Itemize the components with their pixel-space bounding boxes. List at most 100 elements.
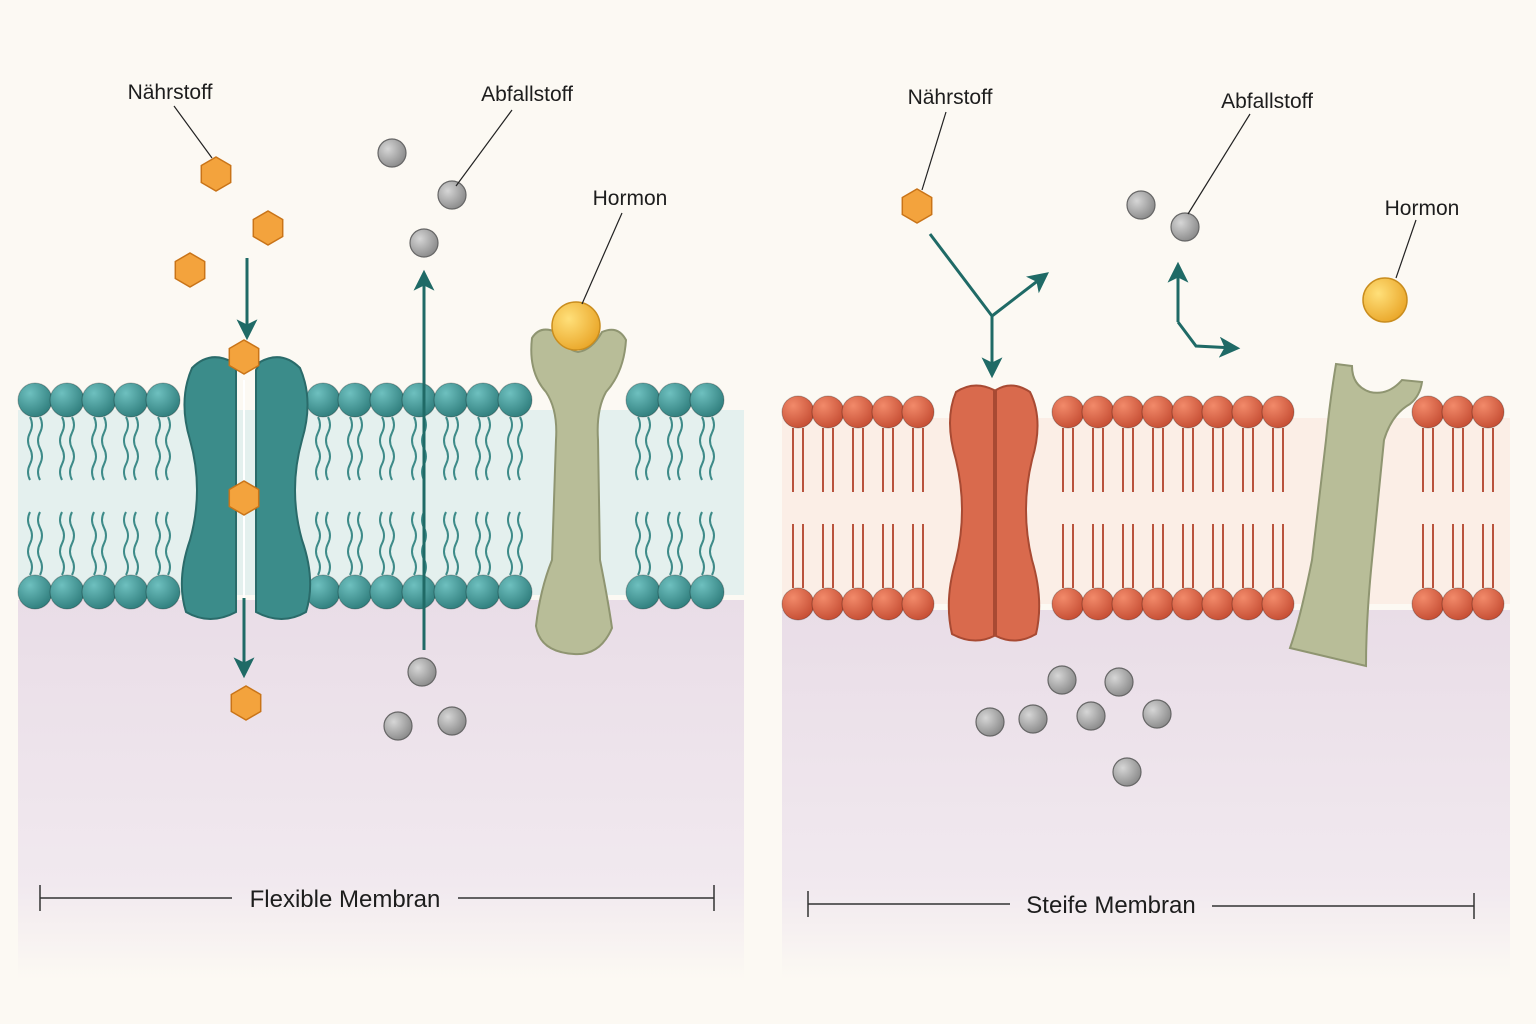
- phospholipid-head: [1171, 395, 1205, 429]
- phospholipid-head: [1201, 395, 1235, 429]
- left-nutrient-label: Nährstoff: [128, 81, 213, 104]
- phospholipid-head: [689, 382, 725, 418]
- lipid-tail: [453, 416, 459, 481]
- phospholipid-head: [811, 395, 845, 429]
- phospholipid-head: [841, 395, 875, 429]
- phospholipid-head: [145, 382, 181, 418]
- left-panel: Nährstoff Abfallstoff Hormon Flexible Me…: [17, 81, 744, 980]
- lipid-tail: [69, 416, 75, 481]
- phospholipid-head: [337, 574, 373, 610]
- phospholipid-head: [1471, 395, 1505, 429]
- phospholipid-head: [369, 574, 405, 610]
- phospholipid-head: [1441, 587, 1475, 621]
- phospholipid-head: [465, 382, 501, 418]
- phospholipid-head: [1231, 395, 1265, 429]
- right-waste-deflect-arrow: [1167, 261, 1241, 358]
- lipid-tail: [59, 511, 65, 576]
- phospholipid-head: [81, 382, 117, 418]
- phospholipid-head: [305, 382, 341, 418]
- phospholipid-head: [1261, 587, 1295, 621]
- phospholipid-head: [871, 587, 905, 621]
- lipid-tail: [485, 511, 491, 576]
- right-nutrient-label: Nährstoff: [908, 86, 993, 109]
- lipid-tail: [709, 511, 715, 576]
- phospholipid-head: [781, 587, 815, 621]
- left-waste: [377, 138, 467, 741]
- nutrient-hexagon-icon: [230, 685, 262, 721]
- phospholipid-head: [113, 574, 149, 610]
- lipid-tail: [389, 511, 395, 576]
- lipid-tail: [517, 511, 523, 576]
- nutrient-hexagon-icon: [174, 252, 206, 288]
- lipid-tail: [133, 416, 139, 481]
- waste-sphere-icon: [383, 711, 413, 741]
- left-caption: Flexible Membran: [250, 886, 441, 913]
- phospholipid-head: [625, 574, 661, 610]
- lipid-tail: [101, 511, 107, 576]
- right-nutrients: [901, 188, 933, 224]
- lipid-tail: [443, 511, 449, 576]
- lipid-tail: [645, 416, 651, 481]
- lipid-tail: [453, 511, 459, 576]
- right-scale-bar: [807, 891, 1475, 919]
- waste-sphere-icon: [1104, 667, 1134, 697]
- left-scale-bar: [39, 885, 715, 911]
- left-channel-protein: [180, 356, 312, 620]
- right-lipid-tails: [792, 428, 1494, 588]
- phospholipid-head: [1111, 395, 1145, 429]
- left-nutrient-leader: [173, 105, 213, 159]
- phospholipid-head: [689, 574, 725, 610]
- lipid-tail: [485, 416, 491, 481]
- phospholipid-head: [145, 574, 181, 610]
- phospholipid-head: [841, 587, 875, 621]
- waste-sphere-icon: [437, 706, 467, 736]
- phospholipid-head: [625, 382, 661, 418]
- left-receptor-protein: [530, 328, 628, 656]
- phospholipid-head: [1081, 395, 1115, 429]
- lipid-tail: [475, 511, 481, 576]
- phospholipid-head: [433, 382, 469, 418]
- phospholipid-head: [497, 382, 533, 418]
- lipid-tail: [27, 511, 33, 576]
- right-waste: [975, 190, 1200, 787]
- lipid-tail: [155, 511, 161, 576]
- left-waste-label: Abfallstoff: [481, 83, 573, 106]
- phospholipid-head: [1081, 587, 1115, 621]
- phospholipid-head: [337, 382, 373, 418]
- lipid-tail: [357, 416, 363, 481]
- phospholipid-head: [49, 382, 85, 418]
- phospholipid-head: [1411, 587, 1445, 621]
- lipid-tail: [123, 416, 129, 481]
- lipid-tail: [59, 416, 65, 481]
- right-waste-leader: [1187, 113, 1251, 215]
- phospholipid-head: [1231, 587, 1265, 621]
- lipid-tail: [709, 416, 715, 481]
- phospholipid-head: [1141, 587, 1175, 621]
- right-hormone-molecule: [1362, 277, 1408, 323]
- right-hormone-leader: [1395, 219, 1417, 279]
- lipid-tail: [677, 416, 683, 481]
- nutrient-hexagon-icon: [252, 210, 284, 246]
- lipid-tail: [677, 511, 683, 576]
- lipid-tail: [475, 416, 481, 481]
- lipid-tail: [37, 416, 43, 481]
- lipid-tail: [389, 416, 395, 481]
- lipid-tail: [507, 416, 513, 481]
- lipid-tail: [443, 416, 449, 481]
- right-channel-protein: [947, 384, 1041, 642]
- lipid-tail: [165, 511, 171, 576]
- waste-sphere-icon: [1047, 665, 1077, 695]
- lipid-tail: [325, 416, 331, 481]
- lipid-tail: [155, 416, 161, 481]
- lipid-tail: [699, 416, 705, 481]
- left-waste-leader: [455, 109, 513, 187]
- lipid-tail: [379, 416, 385, 481]
- phospholipid-head: [305, 574, 341, 610]
- phospholipid-head: [1441, 395, 1475, 429]
- lipid-tail: [667, 416, 673, 481]
- waste-sphere-icon: [1170, 212, 1200, 242]
- phospholipid-head: [17, 574, 53, 610]
- nutrient-hexagon-icon: [228, 480, 260, 516]
- left-hormone-molecule: [551, 301, 601, 351]
